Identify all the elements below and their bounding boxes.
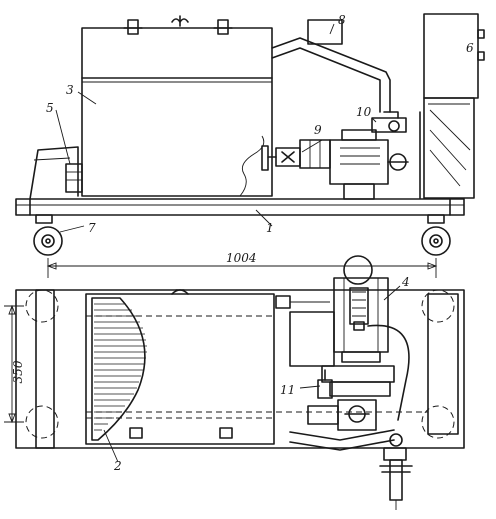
heater-coils bbox=[94, 303, 147, 431]
base-frame bbox=[15, 146, 465, 216]
label-part-7: 7 bbox=[88, 221, 96, 235]
tank-top bbox=[85, 289, 275, 445]
wheel-left-side bbox=[33, 214, 63, 256]
label-part-5: 5 bbox=[46, 101, 54, 115]
dimension-width-label: 350 bbox=[11, 360, 25, 383]
valve-10 bbox=[371, 111, 407, 133]
label-part-6: 6 bbox=[466, 41, 474, 55]
label-part-11: 11 bbox=[280, 383, 295, 397]
tank bbox=[81, 15, 273, 197]
pump-top bbox=[307, 365, 395, 431]
valve-9 bbox=[261, 145, 301, 171]
label-part-10: 10 bbox=[356, 105, 372, 119]
label-part-9: 9 bbox=[314, 123, 322, 137]
electrical-cabinet bbox=[419, 13, 485, 199]
label-part-1: 1 bbox=[266, 221, 274, 235]
pump-assembly bbox=[299, 129, 409, 200]
dimension-length-label: 1004 bbox=[226, 251, 257, 265]
motor-top bbox=[333, 255, 410, 421]
label-part-2: 2 bbox=[113, 459, 122, 473]
outlet-pipe bbox=[289, 429, 413, 510]
dimension-width bbox=[4, 304, 24, 424]
frame-outline bbox=[15, 289, 465, 449]
label-part-3: 3 bbox=[66, 83, 74, 97]
valve-11 bbox=[317, 369, 333, 399]
label-part-4: 4 bbox=[401, 275, 410, 289]
leaders-top bbox=[103, 285, 401, 463]
wheel-right-side bbox=[421, 214, 451, 256]
pipe bbox=[271, 19, 391, 113]
fitting-5 bbox=[65, 163, 83, 193]
label-part-8: 8 bbox=[338, 13, 346, 27]
leaders-side bbox=[55, 23, 377, 233]
part-labels: 1 2 3 4 5 6 7 8 9 10 11 1004 350 bbox=[11, 13, 474, 473]
top-view bbox=[15, 255, 465, 510]
side-view bbox=[15, 13, 485, 256]
